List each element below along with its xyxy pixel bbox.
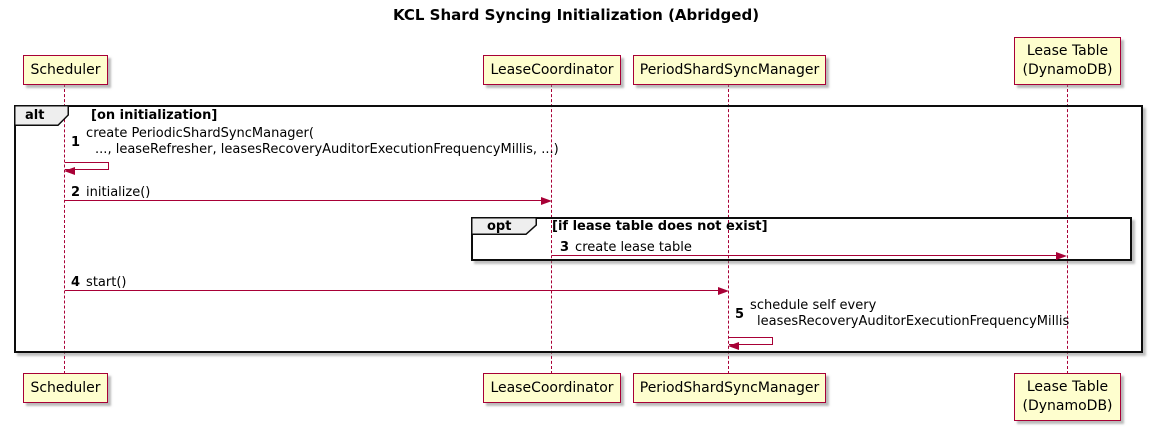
arrowhead-left-icon bbox=[64, 167, 75, 175]
message-2-seq: 2 bbox=[71, 185, 81, 200]
lifeline-period-shard-sync-manager bbox=[728, 84, 729, 374]
alt-guard: [on initialization] bbox=[91, 108, 218, 123]
participant-label: PeriodShardSyncManager bbox=[639, 61, 820, 78]
message-1-text: create PeriodicShardSyncManager( ..., le… bbox=[86, 126, 559, 158]
alt-operator-pentagon: alt bbox=[14, 105, 69, 126]
pentagon-shape-icon bbox=[471, 217, 537, 235]
lifeline-lease-table bbox=[1067, 84, 1068, 374]
opt-operator-pentagon: opt bbox=[471, 217, 537, 235]
participant-label-line1: Lease Table bbox=[1026, 379, 1109, 396]
lifeline-scheduler bbox=[64, 84, 65, 374]
message-4-text: start() bbox=[86, 275, 127, 290]
message-3-arrow bbox=[552, 255, 1056, 257]
message-5-line1: schedule self every bbox=[750, 298, 877, 313]
participant-label: Scheduler bbox=[30, 61, 101, 78]
participant-lease-coordinator-bottom: LeaseCoordinator bbox=[483, 373, 621, 403]
message-4-seq: 4 bbox=[71, 275, 81, 290]
alt-operator-label: alt bbox=[25, 108, 45, 123]
participant-period-shard-sync-manager-bottom: PeriodShardSyncManager bbox=[633, 373, 826, 403]
message-3-text: create lease table bbox=[575, 240, 692, 255]
message-2-label: 2 initialize() bbox=[71, 185, 150, 200]
participant-lease-table-bottom: Lease Table (DynamoDB) bbox=[1014, 373, 1121, 421]
participant-label: Scheduler bbox=[30, 379, 101, 396]
message-5-text: schedule self every leasesRecoveryAudito… bbox=[750, 298, 1069, 330]
message-1-self: 1 create PeriodicShardSyncManager( ..., … bbox=[71, 126, 559, 158]
participant-label: LeaseCoordinator bbox=[490, 61, 614, 78]
participant-scheduler-bottom: Scheduler bbox=[23, 373, 108, 403]
message-3-label: 3 create lease table bbox=[560, 240, 692, 255]
participant-label: PeriodShardSyncManager bbox=[639, 379, 820, 396]
opt-guard: [if lease table does not exist] bbox=[552, 219, 768, 234]
arrowhead-left-icon bbox=[728, 342, 739, 350]
pentagon-shape-icon bbox=[14, 105, 69, 126]
opt-operator-label: opt bbox=[487, 218, 512, 234]
message-2-text: initialize() bbox=[86, 185, 151, 200]
message-2-arrow bbox=[65, 200, 541, 202]
lifeline-lease-coordinator bbox=[551, 84, 552, 374]
participant-label-line2: (DynamoDB) bbox=[1022, 62, 1113, 78]
arrowhead-right-icon bbox=[718, 287, 729, 295]
participant-label: LeaseCoordinator bbox=[490, 379, 614, 396]
message-5-seq: 5 bbox=[735, 306, 745, 322]
participant-lease-table-top: Lease Table (DynamoDB) bbox=[1014, 37, 1121, 85]
participant-lease-coordinator-top: LeaseCoordinator bbox=[483, 55, 621, 85]
message-1-line1: create PeriodicShardSyncManager( bbox=[86, 126, 314, 141]
participant-label-line1: Lease Table bbox=[1026, 43, 1109, 60]
opt-frame bbox=[471, 217, 1132, 261]
message-4-arrow bbox=[65, 290, 718, 292]
message-3-seq: 3 bbox=[560, 240, 570, 255]
message-5-line2: leasesRecoveryAuditorExecutionFrequencyM… bbox=[757, 314, 1070, 329]
message-5-self-arrow bbox=[729, 337, 773, 345]
arrowhead-right-icon bbox=[1056, 252, 1067, 260]
alt-frame bbox=[14, 105, 1143, 353]
message-1-self-arrow bbox=[65, 162, 109, 170]
participant-period-shard-sync-manager-top: PeriodShardSyncManager bbox=[633, 55, 826, 85]
message-1-seq: 1 bbox=[71, 134, 81, 150]
message-1-line2: ..., leaseRefresher, leasesRecoveryAudit… bbox=[95, 142, 559, 157]
participant-label-line2: (DynamoDB) bbox=[1022, 398, 1113, 414]
arrowhead-right-icon bbox=[541, 197, 552, 205]
diagram-title: KCL Shard Syncing Initialization (Abridg… bbox=[392, 6, 760, 24]
message-5-self: 5 schedule self every leasesRecoveryAudi… bbox=[735, 298, 1069, 330]
participant-scheduler-top: Scheduler bbox=[23, 55, 108, 85]
message-4-label: 4 start() bbox=[71, 275, 126, 290]
